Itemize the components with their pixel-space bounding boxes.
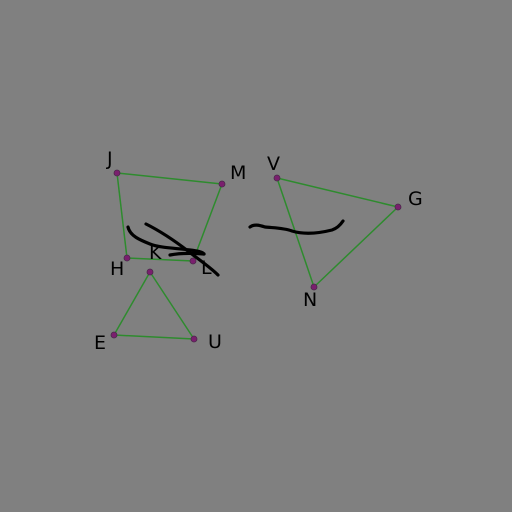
label-m: M (230, 162, 246, 184)
label-j: J (106, 148, 113, 170)
scribbles-layer (126, 219, 345, 277)
edge-m-l (192, 183, 223, 262)
edge-u-k (149, 271, 195, 340)
vertex-e (110, 331, 118, 339)
vertex-j (113, 169, 121, 177)
label-v: V (267, 153, 280, 175)
edge-e-u (113, 334, 195, 340)
vertex-k (146, 268, 154, 276)
labels-layer: J M L H K E U V G N (94, 148, 423, 354)
scribble-stroke-right (248, 219, 345, 235)
edge-v-g (276, 177, 399, 208)
vertex-g (394, 203, 402, 211)
vertices-layer (110, 169, 402, 343)
edges-layer (113, 172, 399, 340)
scribble-stroke-left-1 (126, 225, 206, 256)
vertex-v (273, 174, 281, 182)
edge-g-n (313, 206, 399, 288)
vertex-u (190, 335, 198, 343)
label-e: E (94, 332, 106, 354)
scribble-stroke-left-2 (144, 222, 220, 277)
edge-l-h (126, 257, 194, 262)
label-g: G (408, 188, 423, 210)
vertex-h (123, 254, 131, 262)
label-k: K (149, 242, 162, 264)
label-u: U (208, 331, 222, 353)
edge-k-e (113, 271, 151, 336)
vertex-m (218, 180, 226, 188)
label-l: L (201, 257, 212, 279)
scribble-stroke-left-3 (168, 251, 206, 257)
label-h: H (110, 258, 124, 280)
label-n: N (303, 289, 317, 311)
vertex-n (310, 283, 318, 291)
vertex-l (189, 257, 197, 265)
edge-h-j (116, 172, 128, 259)
edge-j-m (116, 172, 223, 185)
